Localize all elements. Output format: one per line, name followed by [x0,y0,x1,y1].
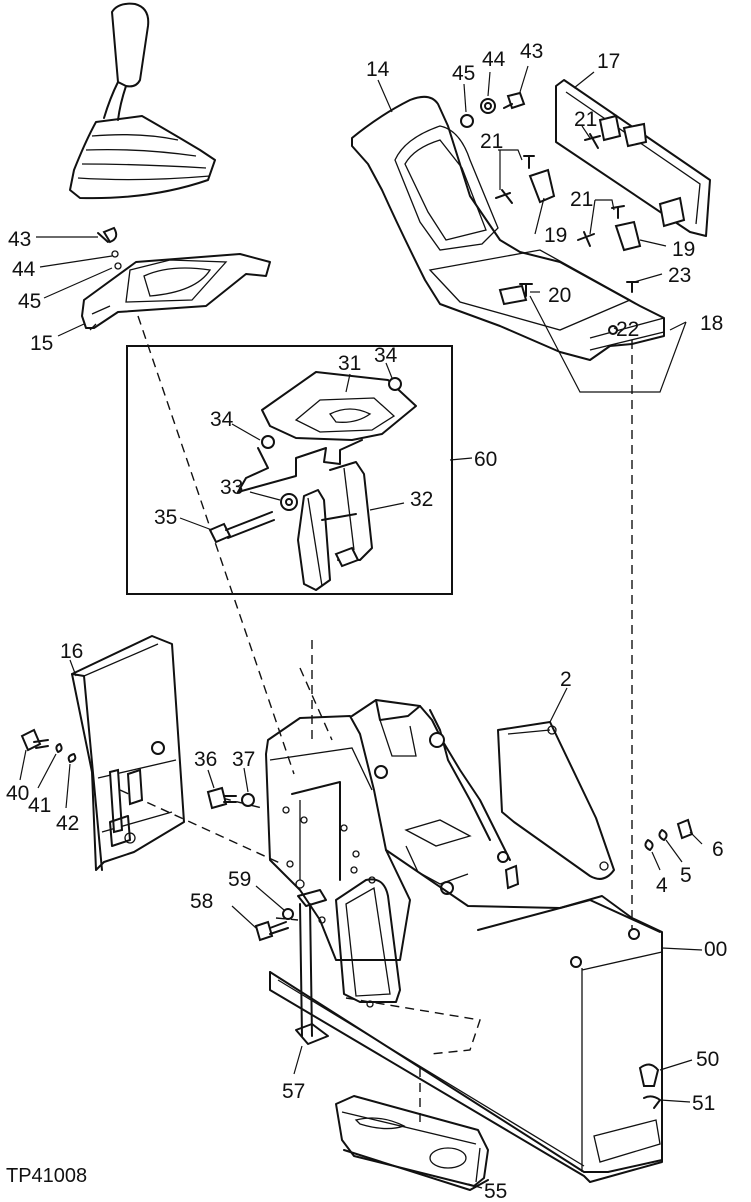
bracket-17 [555,79,711,237]
side-panel-16 [71,635,185,871]
callout-21: 21 [480,130,503,153]
callout-60: 60 [474,448,497,471]
drawing-code: TP41008 [6,1165,87,1187]
callout-18: 18 [700,312,723,335]
plug-50-clip-51 [638,1063,661,1109]
callout-17: 17 [597,50,620,73]
callout-40: 40 [6,782,29,805]
callout-5: 5 [680,864,692,887]
callout-57: 57 [282,1080,305,1103]
callout-22: 22 [616,318,639,341]
group-18-lines [529,295,687,393]
callout-43: 43 [520,40,543,63]
alignment-lines [119,315,633,1128]
callout-43: 43 [8,228,31,251]
callout-leaders [19,65,703,1189]
callout-23: 23 [668,264,691,287]
callout-41: 41 [28,794,51,817]
frame-hardware-right [644,818,694,851]
bolt-36-washer-37 [206,786,255,810]
callout-19: 19 [672,238,695,261]
callout-36: 36 [194,748,217,771]
callout-44: 44 [12,258,36,281]
callout-6: 6 [712,838,724,861]
callout-55: 55 [484,1180,507,1202]
callout-51: 51 [692,1092,715,1115]
shift-plate-15 [81,226,271,331]
main-console-frame [265,699,663,1183]
callout-31: 31 [338,352,361,375]
callout-44: 44 [482,48,506,71]
callout-50: 50 [696,1048,719,1071]
console-cover [351,95,665,361]
callout-34: 34 [210,408,234,431]
callout-21: 21 [574,108,597,131]
callout-45: 45 [18,290,41,313]
side-panel-2 [497,721,615,880]
callout-33: 33 [220,476,243,499]
callout-42: 42 [56,812,79,835]
shift-lever-boot [69,2,216,200]
kit-box-60 [126,345,453,595]
panel-hardware [20,728,77,763]
callout-20: 20 [548,284,571,307]
callout-34: 34 [374,344,398,367]
callout-32: 32 [410,488,433,511]
cover-hardware [460,91,642,335]
callout-21: 21 [570,188,593,211]
callout-00: 00 [704,938,727,961]
callout-37: 37 [232,748,255,771]
callout-4: 4 [656,874,668,897]
callout-58: 58 [190,890,213,913]
callout-19: 19 [544,224,567,247]
callout-35: 35 [154,506,177,529]
callout-14: 14 [366,58,390,81]
callout-2: 2 [560,668,572,691]
callout-15: 15 [30,332,53,355]
bolt-58-rod-57 [254,889,329,1045]
callout-59: 59 [228,868,251,891]
callout-labels: 14 45 44 43 17 21 21 21 19 19 23 20 22 1… [6,40,727,1202]
floor-plate-55 [335,1095,489,1191]
callout-45: 45 [452,62,475,85]
callout-16: 16 [60,640,83,663]
